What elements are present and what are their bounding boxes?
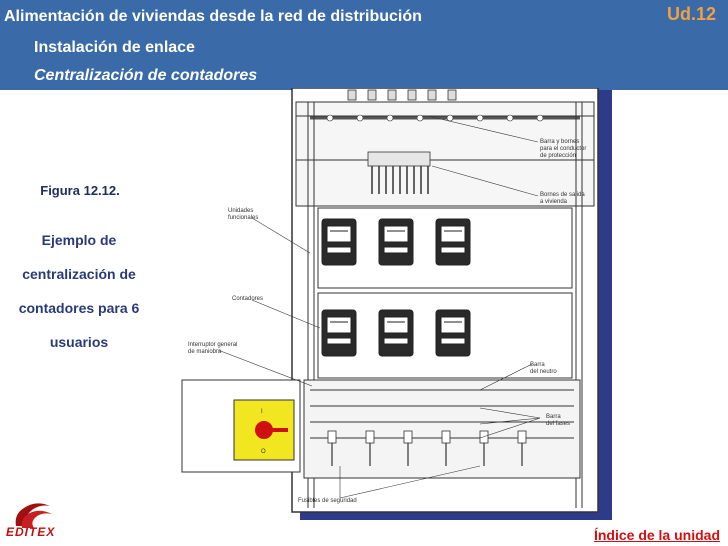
logo-text: EDITEX: [6, 525, 56, 539]
fuse-module: [303, 379, 581, 479]
svg-text:de protección: de protección: [540, 153, 576, 159]
diagram-labels: Barra y bornes para el conductor de prot…: [188, 139, 586, 504]
svg-text:funcionales: funcionales: [228, 215, 258, 221]
svg-text:Unidades: Unidades: [228, 208, 253, 214]
svg-text:de maniobra: de maniobra: [188, 349, 222, 355]
svg-text:del neutro: del neutro: [530, 369, 557, 375]
unit-index-link[interactable]: Índice de la unidad: [593, 527, 720, 543]
output-terminals: [367, 151, 431, 194]
page-title: Alimentación de viviendas desde la red d…: [4, 8, 422, 25]
meters: [321, 218, 471, 357]
svg-text:a vivienda: a vivienda: [540, 199, 568, 205]
section-title: Centralización de contadores: [34, 67, 258, 84]
svg-text:Contadores: Contadores: [232, 296, 263, 302]
figure-number: Figura 12.12.: [40, 183, 120, 198]
svg-text:I: I: [261, 409, 263, 415]
figure-description: Ejemplo de centralización de contadores …: [18, 232, 140, 350]
svg-text:Barra: Barra: [530, 362, 545, 368]
svg-text:del fases: del fases: [546, 421, 570, 427]
page-subtitle: Instalación de enlace: [34, 39, 195, 56]
unit-badge: Ud.12: [666, 4, 716, 24]
svg-text:O: O: [261, 449, 266, 455]
svg-text:Fusibles de seguridad: Fusibles de seguridad: [298, 498, 357, 504]
header-bar: Alimentación de viviendas desde la red d…: [0, 0, 728, 90]
svg-text:Bornes de salida: Bornes de salida: [540, 192, 585, 198]
svg-text:Barra: Barra: [546, 414, 561, 420]
svg-text:Barra y bornes: Barra y bornes: [540, 139, 579, 145]
svg-text:Interruptor general: Interruptor general: [188, 342, 237, 348]
meter-centralization-diagram: I O Barra y bornes para el conductor de …: [181, 88, 612, 520]
editex-logo: [15, 503, 52, 528]
svg-text:para el conductor: para el conductor: [540, 146, 586, 152]
top-connectors: [347, 89, 457, 101]
